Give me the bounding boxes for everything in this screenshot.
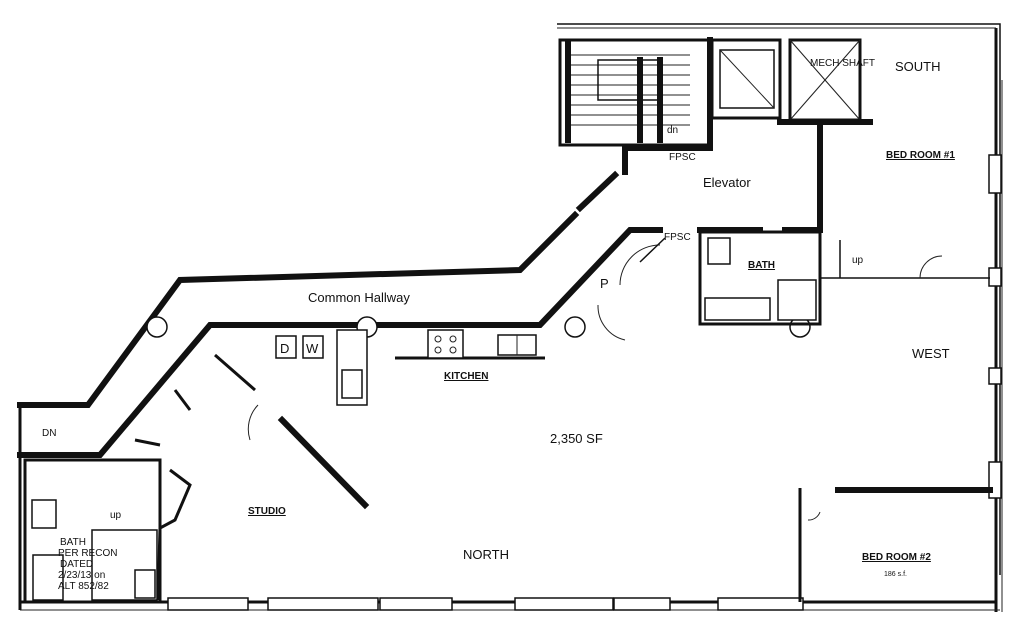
- door-swings: [247, 237, 943, 521]
- up-left-label: up: [110, 510, 122, 521]
- bedroom2-label: BED ROOM #2: [862, 552, 931, 563]
- area-label: 2,350 SF: [550, 431, 603, 446]
- bath-top-label: BATH: [748, 260, 775, 271]
- north-label: NORTH: [463, 547, 509, 562]
- fpsc-mid-label: FPSC: [664, 232, 691, 243]
- bath-top: [698, 230, 990, 326]
- stove-icon: [427, 329, 464, 359]
- door-swing-icon: [619, 244, 661, 286]
- studio-label: STUDIO: [248, 506, 286, 517]
- kitchen: D W: [275, 329, 545, 406]
- bath-note-line3: DATED: [60, 559, 93, 570]
- fpsc-top-label: FPSC: [669, 152, 696, 163]
- column-icon: [146, 316, 168, 338]
- stair-icon: [565, 39, 690, 143]
- dn-left-label: DN: [42, 428, 56, 439]
- stair-core: dn MECH SHAFT: [558, 38, 875, 147]
- bath-note-line1: BATH: [60, 537, 86, 548]
- bath-note-line2: PER RECON: [58, 548, 117, 559]
- elevator-label: Elevator: [703, 175, 751, 190]
- column-icon: [564, 316, 586, 338]
- up-right-label: up: [852, 255, 864, 266]
- south-label: SOUTH: [895, 59, 941, 74]
- bath-left: [23, 458, 162, 604]
- door-swing-icon: [807, 511, 821, 521]
- stair-dn-label: dn: [667, 125, 678, 136]
- washer-label: W: [306, 341, 319, 356]
- door-p-label: P: [600, 276, 609, 291]
- door-swing-icon: [919, 255, 943, 279]
- common-hallway-label: Common Hallway: [308, 290, 410, 305]
- room-labels: SOUTH BED ROOM #1 Elevator FPSC FPSC Com…: [42, 59, 955, 592]
- bath-note-line5: ALT 852/82: [58, 581, 109, 592]
- bath-note-line4: 2/23/13 on: [58, 570, 105, 581]
- mech-shaft-label: MECH SHAFT: [810, 58, 875, 69]
- columns: [146, 316, 811, 338]
- sink-icon: [704, 297, 771, 321]
- toilet-icon: [31, 499, 57, 529]
- interior-partitions: [134, 353, 993, 602]
- west-label: WEST: [912, 346, 950, 361]
- door-swing-icon: [597, 304, 626, 341]
- bottom-windows: [167, 597, 804, 611]
- bedroom2-size-label: 186 s.f.: [884, 571, 907, 578]
- bedroom1-label: BED ROOM #1: [886, 150, 955, 161]
- kitchen-label: KITCHEN: [444, 371, 488, 382]
- dryer-label: D: [280, 341, 289, 356]
- right-windows: [988, 154, 1002, 499]
- door-swing-icon: [247, 404, 259, 441]
- toilet-icon: [707, 237, 731, 265]
